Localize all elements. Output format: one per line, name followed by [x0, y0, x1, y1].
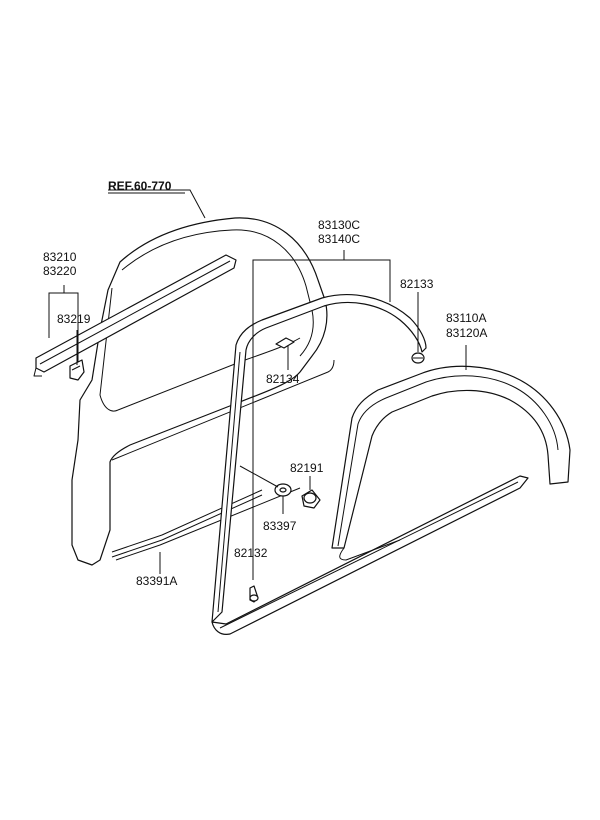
- grommet-83397[interactable]: [274, 483, 292, 497]
- label-83130c: 83130C: [318, 218, 360, 232]
- ref-label: REF.60-770: [108, 179, 172, 193]
- label-82134: 82134: [266, 372, 300, 386]
- label-83110a: 83110A: [446, 311, 486, 325]
- leader-lines: [48, 189, 467, 580]
- pin-82132[interactable]: [249, 585, 259, 603]
- plug-82191[interactable]: [301, 489, 321, 509]
- label-83220: 83220: [43, 264, 77, 278]
- retainer-82133[interactable]: [411, 352, 425, 364]
- molding-clip[interactable]: [69, 359, 85, 381]
- label-82132: 82132: [234, 546, 268, 560]
- belt-molding-strip[interactable]: [33, 254, 237, 377]
- label-83219: 83219: [57, 312, 91, 326]
- door-side-weatherstrip[interactable]: [211, 294, 529, 635]
- label-83391a: 83391A: [136, 574, 177, 588]
- retainer-82134[interactable]: [275, 337, 295, 349]
- label-83120a: 83120A: [446, 326, 487, 340]
- label-83397: 83397: [263, 519, 297, 533]
- body-side-weatherstrip[interactable]: [331, 365, 571, 561]
- label-82191: 82191: [290, 461, 324, 475]
- label-82133: 82133: [400, 277, 434, 291]
- label-83140c: 83140C: [318, 232, 360, 246]
- label-83210: 83210: [43, 250, 77, 264]
